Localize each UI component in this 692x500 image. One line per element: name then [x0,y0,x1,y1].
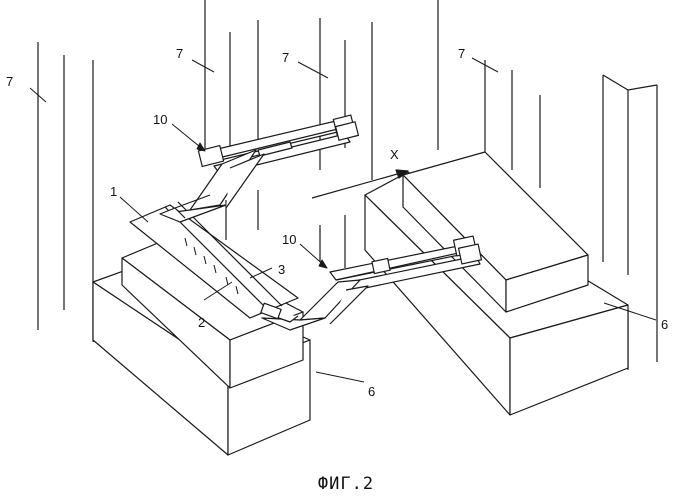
label-base-right: 6 [661,317,668,332]
label-direction-x: X [390,147,399,162]
label-part-3: 3 [278,262,285,277]
label-column-right: 7 [458,46,465,61]
label-part-2: 2 [198,315,205,330]
column-left [38,42,93,342]
label-sheet: 1 [110,184,117,199]
label-column-left: 7 [6,74,13,89]
figure-caption: ФИГ.2 [0,474,692,494]
label-column-mid2: 7 [282,50,289,65]
label-column-mid1: 7 [176,46,183,61]
label-crane-bottom: 10 [282,232,296,247]
label-base-left: 6 [368,384,375,399]
label-crane-top: 10 [153,112,167,127]
